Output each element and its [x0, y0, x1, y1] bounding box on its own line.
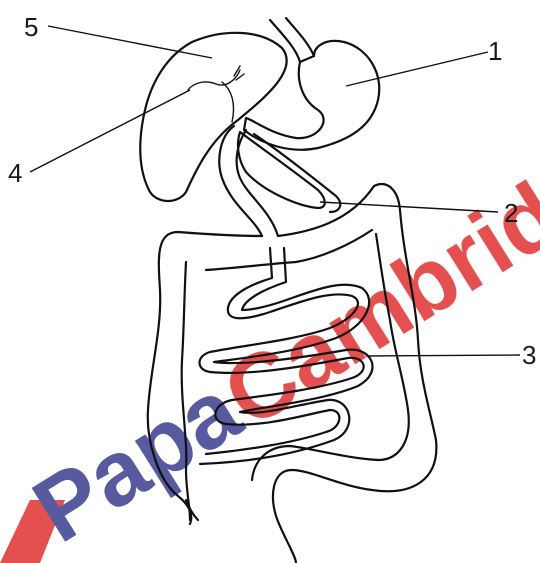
label-2: 2	[504, 198, 518, 228]
leader-line-5	[48, 26, 212, 58]
label-5: 5	[24, 12, 38, 42]
leader-line-3	[366, 355, 520, 356]
watermark: Papa Cambrid	[0, 163, 540, 563]
gall-bladder	[188, 70, 240, 90]
oesophagus-inner	[286, 18, 314, 56]
liver	[140, 33, 286, 201]
label-3: 3	[522, 340, 536, 370]
stomach	[244, 41, 379, 150]
bile-duct	[222, 82, 234, 122]
watermark-text-papa: Papa	[17, 358, 258, 561]
pancreas	[238, 132, 325, 208]
label-1: 1	[488, 36, 502, 66]
label-4: 4	[8, 158, 22, 188]
leader-line-4	[30, 90, 190, 172]
